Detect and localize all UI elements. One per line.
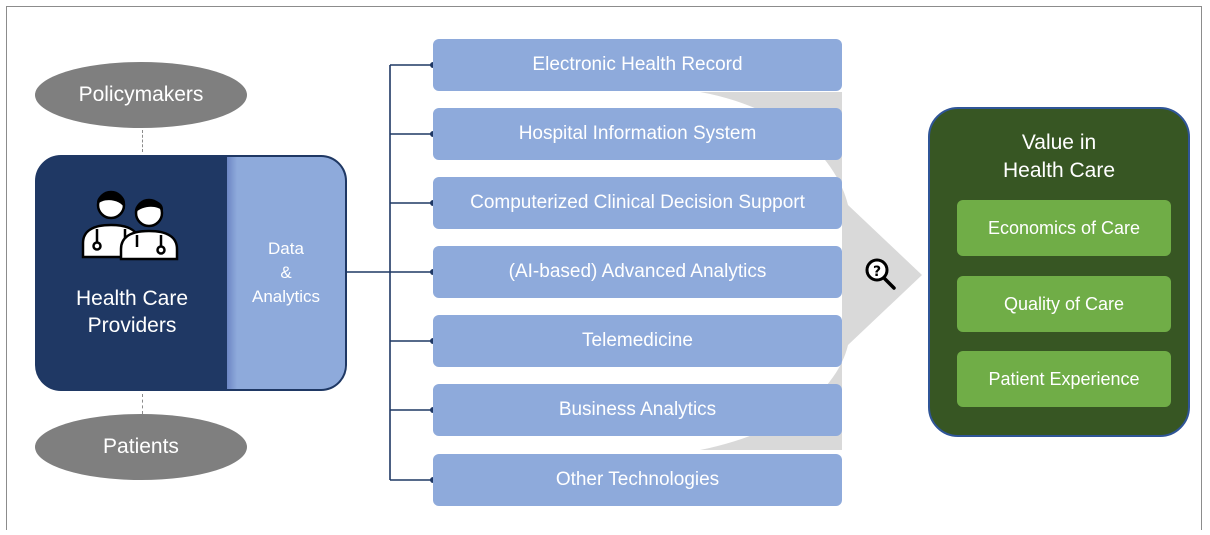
value-item-label: Patient Experience xyxy=(988,368,1140,389)
policymakers-label: Policymakers xyxy=(78,83,204,106)
tech-label: Telemedicine xyxy=(582,330,693,351)
providers-line1: Health Care xyxy=(75,287,189,310)
magnifier-question-icon: ? xyxy=(865,258,896,290)
frame-top-border xyxy=(6,6,1202,7)
tech-label: Other Technologies xyxy=(555,469,720,490)
tech-box-other: Other Technologies xyxy=(433,454,842,506)
svg-text:?: ? xyxy=(873,264,881,280)
tech-label: Computerized Clinical Decision Support xyxy=(470,192,805,213)
doctors-icon xyxy=(81,190,179,261)
value-title-line1: Value in xyxy=(1021,131,1097,154)
providers-line2: Providers xyxy=(87,314,177,337)
frame-right-border xyxy=(1201,6,1202,530)
tech-label: Electronic Health Record xyxy=(532,54,743,75)
tech-label: (AI-based) Advanced Analytics xyxy=(508,261,767,282)
value-in-health-care-box: Value in Health Care Economics of Care Q… xyxy=(928,107,1190,437)
tech-box-business-analytics: Business Analytics xyxy=(433,384,842,436)
patients-connector xyxy=(142,394,143,414)
data-analytics-panel xyxy=(227,157,345,389)
providers-label: Health Care Providers xyxy=(37,285,227,339)
tech-label: Hospital Information System xyxy=(518,123,757,144)
tech-box-ccds: Computerized Clinical Decision Support xyxy=(433,177,842,229)
tech-label: Business Analytics xyxy=(558,399,717,420)
bracket-branches xyxy=(390,64,433,481)
patients-ellipse: Patients xyxy=(35,414,247,480)
value-item-patient-experience: Patient Experience xyxy=(957,351,1171,407)
tech-box-telemedicine: Telemedicine xyxy=(433,315,842,367)
value-item-label: Economics of Care xyxy=(987,217,1141,238)
analytics-line3: Analytics xyxy=(251,287,321,306)
providers-panel xyxy=(37,157,227,389)
tech-box-ehr: Electronic Health Record xyxy=(433,39,842,91)
frame-left-border xyxy=(6,6,7,530)
tech-box-his: Hospital Information System xyxy=(433,108,842,160)
value-item-label: Quality of Care xyxy=(1003,293,1125,314)
policymakers-connector xyxy=(142,130,143,152)
analytics-line2: & xyxy=(280,263,292,282)
value-item-quality: Quality of Care xyxy=(957,276,1171,332)
analytics-line1: Data xyxy=(268,239,304,258)
patients-label: Patients xyxy=(103,435,179,458)
value-title-line2: Health Care xyxy=(1002,159,1116,182)
policymakers-ellipse: Policymakers xyxy=(35,62,247,128)
value-title: Value in Health Care xyxy=(930,129,1188,185)
analytics-label: Data & Analytics xyxy=(227,237,345,309)
tech-box-ai-analytics: (AI-based) Advanced Analytics xyxy=(433,246,842,298)
value-item-economics: Economics of Care xyxy=(957,200,1171,256)
health-care-providers-box: Health Care Providers Data & Analytics xyxy=(35,155,347,391)
